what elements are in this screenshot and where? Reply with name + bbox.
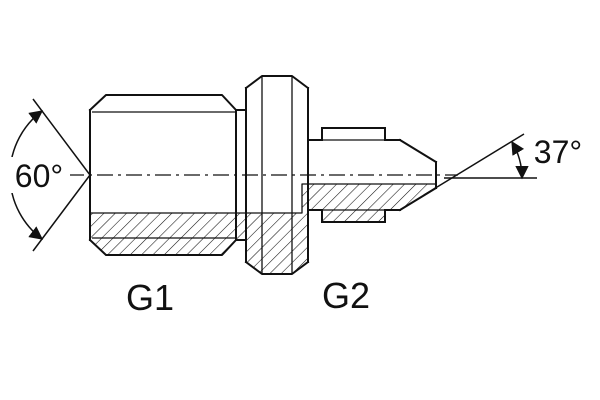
hex-flat-edges <box>261 76 293 274</box>
g1-label: G1 <box>126 277 174 318</box>
angle-37-label: 37° <box>534 134 582 170</box>
g2-thread-root-lines <box>322 139 385 211</box>
hex-outline <box>244 75 310 275</box>
angle-60-label: 60° <box>15 158 63 194</box>
g1-thread-root-lines <box>92 111 236 239</box>
angle-37-arc <box>511 140 529 180</box>
section-hatching <box>89 183 437 275</box>
angle-37-line <box>423 133 525 196</box>
g2-thread-outline <box>307 127 401 223</box>
angle-60-label-mask <box>8 157 70 193</box>
g2-label: G2 <box>322 275 370 316</box>
